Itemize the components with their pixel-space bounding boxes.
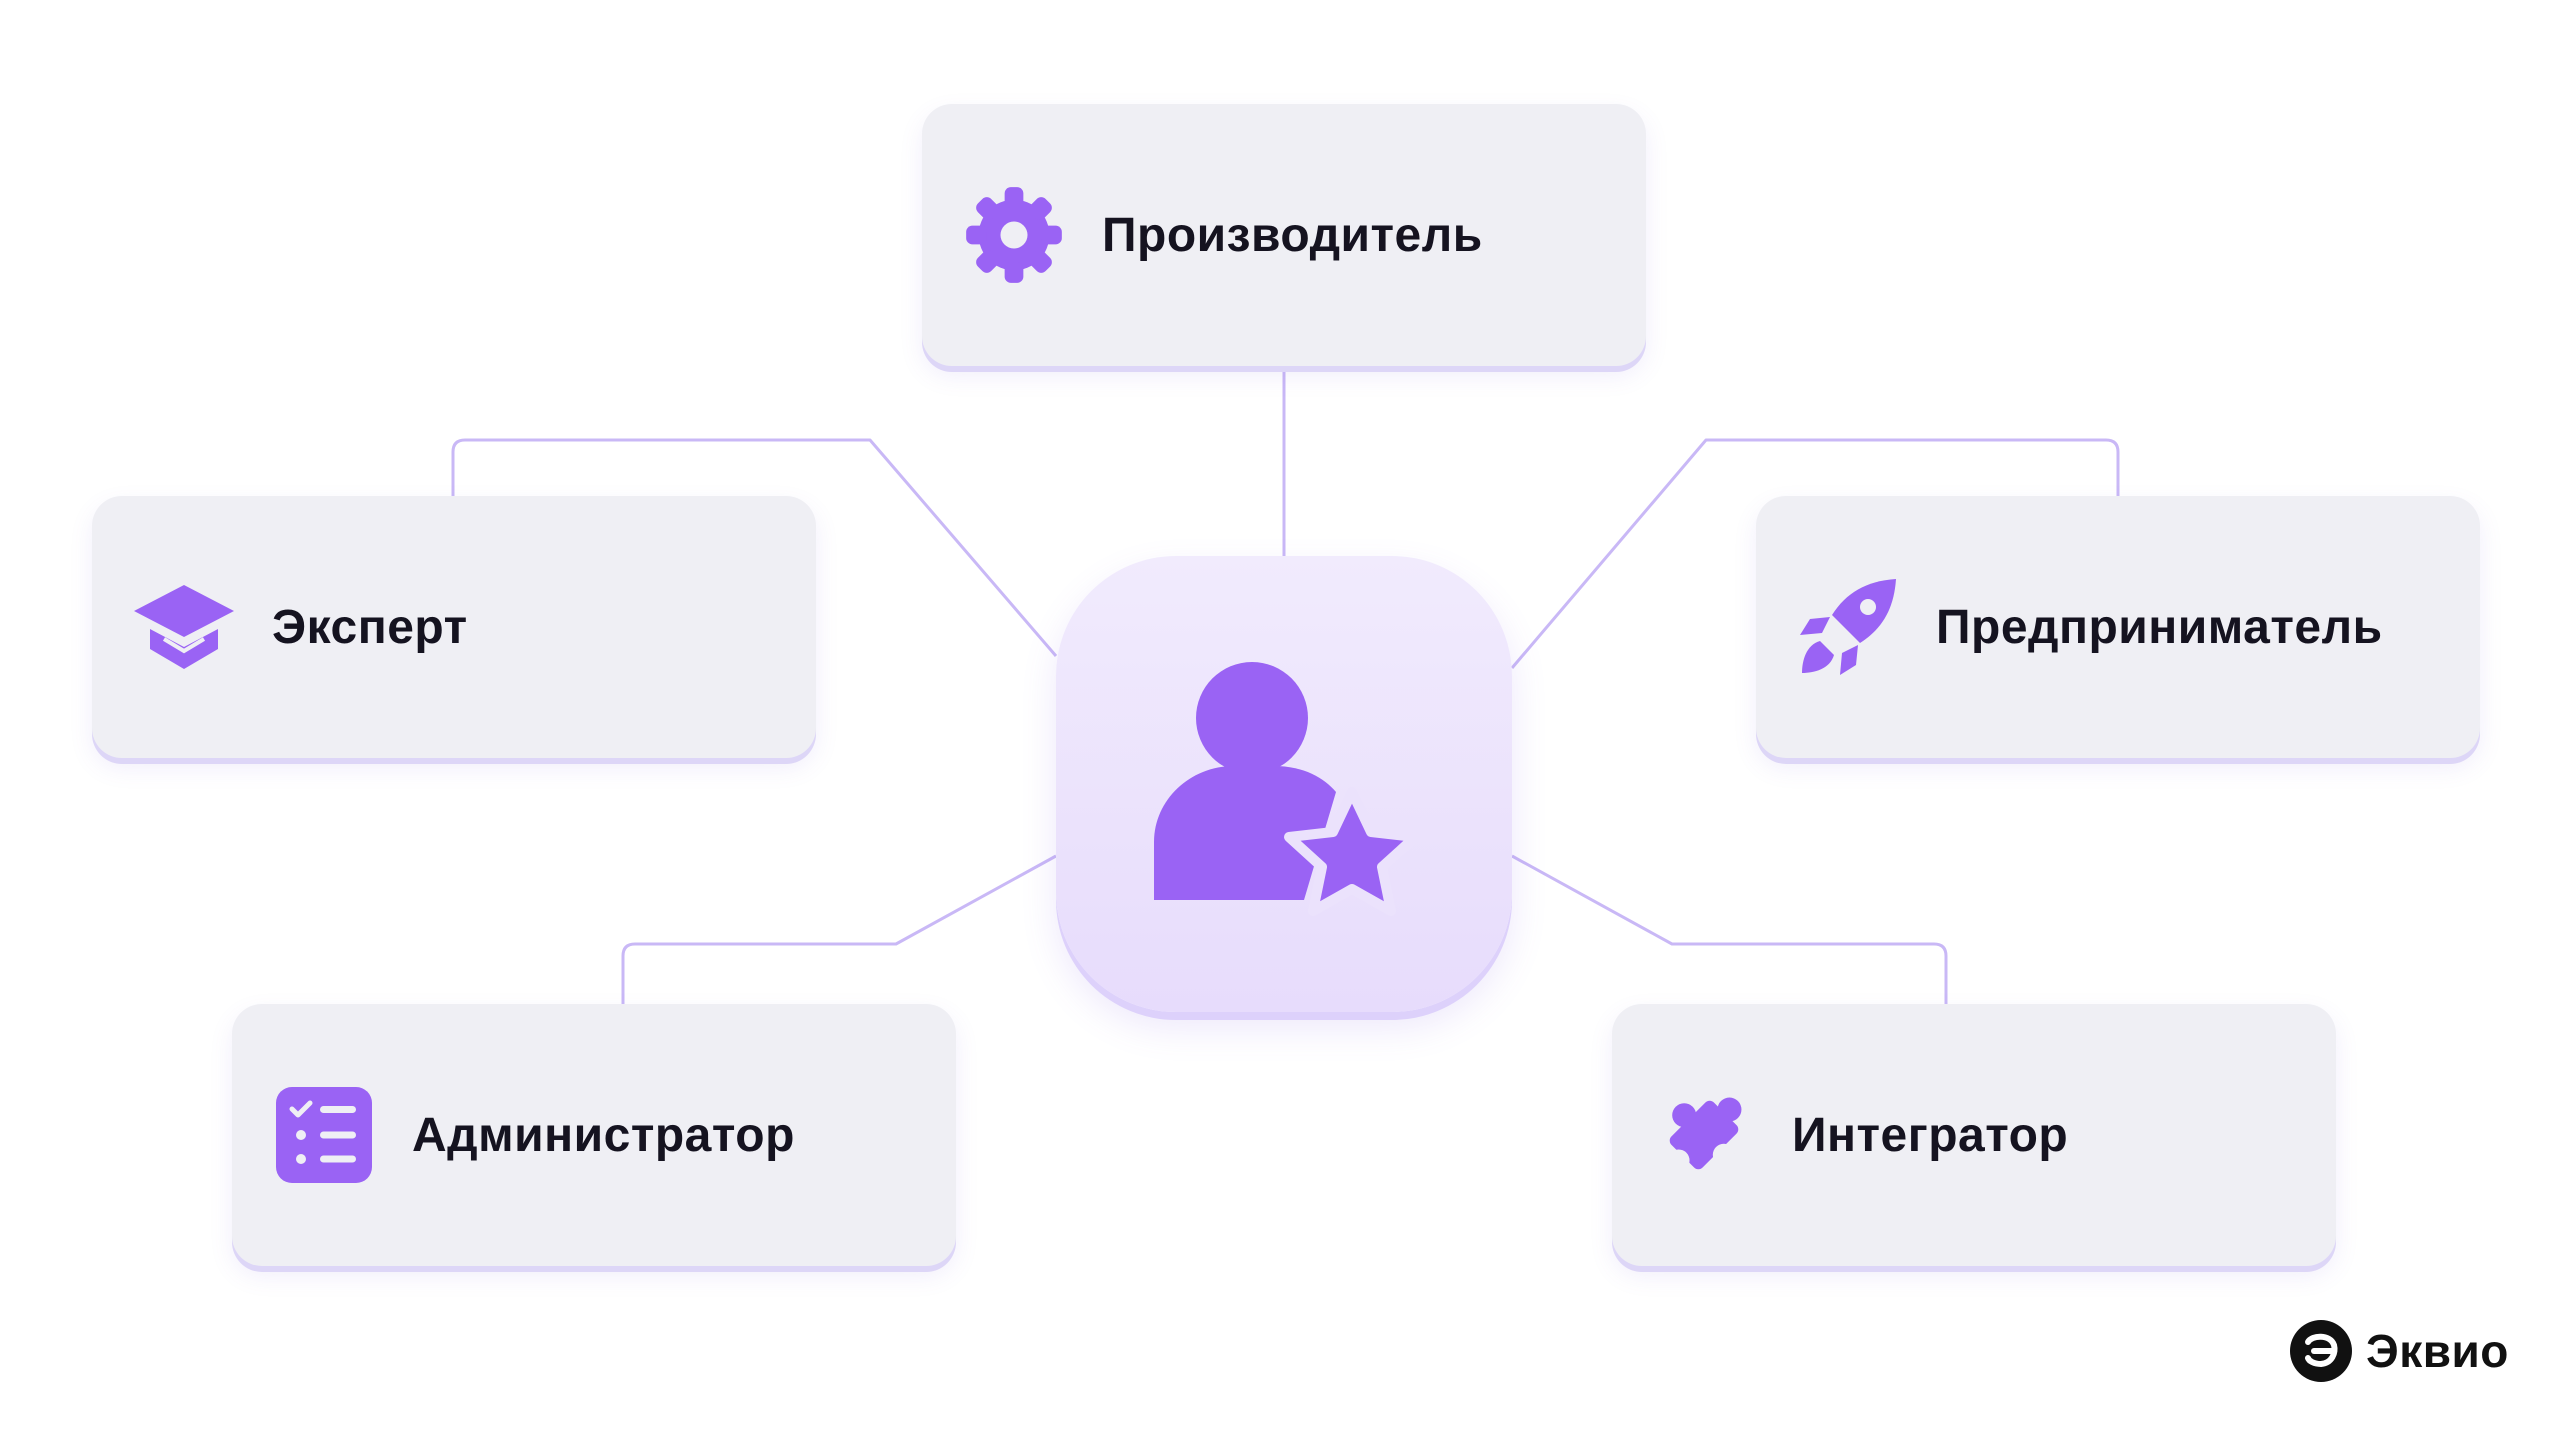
brand-logo: Эквио bbox=[2290, 1318, 2509, 1384]
role-label-integrator: Интегратор bbox=[1792, 1108, 2069, 1162]
rocket-icon bbox=[1794, 573, 1902, 681]
connector-expert bbox=[451, 438, 1058, 657]
center-node bbox=[1056, 556, 1512, 1012]
role-card-producer: Производитель bbox=[922, 104, 1646, 366]
gear-icon bbox=[960, 181, 1068, 289]
role-label-producer: Производитель bbox=[1102, 208, 1483, 262]
brand-name: Эквио bbox=[2366, 1325, 2509, 1377]
connector-admin bbox=[621, 854, 1057, 1004]
role-label-expert: Эксперт bbox=[272, 600, 468, 654]
connector-entrepreneur bbox=[1510, 438, 2120, 669]
user-star-icon bbox=[1134, 632, 1434, 937]
connector-integrator bbox=[1511, 854, 1948, 1004]
graduation-cap-icon bbox=[130, 573, 238, 681]
role-card-admin: Администратор bbox=[232, 1004, 956, 1266]
role-card-integrator: Интегратор bbox=[1612, 1004, 2336, 1266]
role-label-admin: Администратор bbox=[412, 1108, 795, 1162]
role-label-entrepreneur: Предприниматель bbox=[1936, 600, 2383, 654]
role-card-entrepreneur: Предприниматель bbox=[1756, 496, 2480, 758]
checklist-icon bbox=[270, 1081, 378, 1189]
role-card-expert: Эксперт bbox=[92, 496, 816, 758]
equio-logo-icon bbox=[2290, 1320, 2352, 1382]
puzzle-icon bbox=[1650, 1081, 1758, 1189]
